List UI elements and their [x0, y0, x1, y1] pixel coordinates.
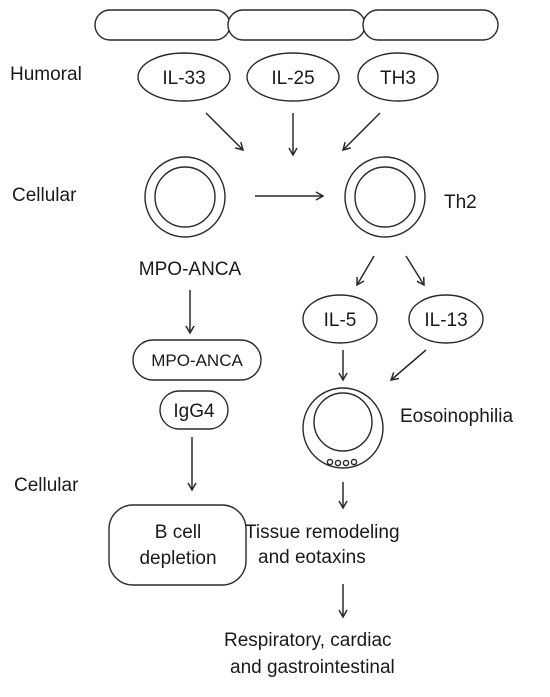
node-il13-shape	[408, 294, 484, 344]
node-il25-shape	[246, 52, 340, 102]
node-il5-label: IL-5	[324, 310, 357, 331]
epithelium	[94, 9, 499, 41]
outcome-line1: Respiratory, cardiac	[224, 630, 392, 651]
node-th3-label: TH3	[380, 68, 416, 89]
node-il5-shape	[302, 294, 378, 344]
tissue-remodeling-line2: and eotaxins	[258, 547, 366, 568]
epithelial-cell-3	[362, 9, 499, 41]
row-label-cellular-bottom: Cellular	[14, 475, 79, 496]
node-th3-shape	[357, 52, 439, 102]
bcell-depletion-line2: depletion	[139, 548, 216, 569]
arrow-th2-to-il5	[356, 255, 375, 287]
igg4-pill-label: IgG4	[173, 401, 215, 422]
node-il13-label: IL-13	[424, 310, 467, 331]
row-label-humoral: Humoral	[10, 64, 82, 85]
th2-cell	[344, 156, 426, 238]
mpo-anca-pill-label: MPO-ANCA	[151, 351, 243, 370]
igg4-pill-shape	[159, 390, 229, 430]
mpo-anca-cell-label: MPO-ANCA	[139, 259, 242, 280]
epithelial-cell-2	[227, 9, 366, 41]
row-label-cellular-top: Cellular	[12, 185, 77, 206]
node-il33-shape	[137, 52, 231, 102]
arrow-th3-to-center	[341, 112, 381, 152]
mpo-anca-pill-shape	[132, 339, 262, 381]
arrow-il33-to-center	[205, 112, 245, 152]
epithelial-cell-1	[94, 9, 231, 41]
bcell-depletion-line1: B cell	[155, 522, 201, 543]
node-il33-label: IL-33	[162, 68, 205, 89]
eosinophil-cell	[302, 387, 384, 469]
arrow-th2-to-il13	[405, 255, 425, 287]
tissue-remodeling-line1: Tissue remodeling	[245, 522, 400, 543]
arrow-il13-to-eosinophil	[389, 349, 427, 381]
eosinophilia-label: Eosoinophilia	[400, 406, 513, 427]
th2-label: Th2	[444, 192, 477, 213]
outcome-line2: and gastrointestinal	[230, 657, 395, 678]
mpo-anca-cell	[144, 156, 226, 238]
node-il25-label: IL-25	[271, 68, 314, 89]
bcell-depletion-shape	[108, 504, 247, 586]
